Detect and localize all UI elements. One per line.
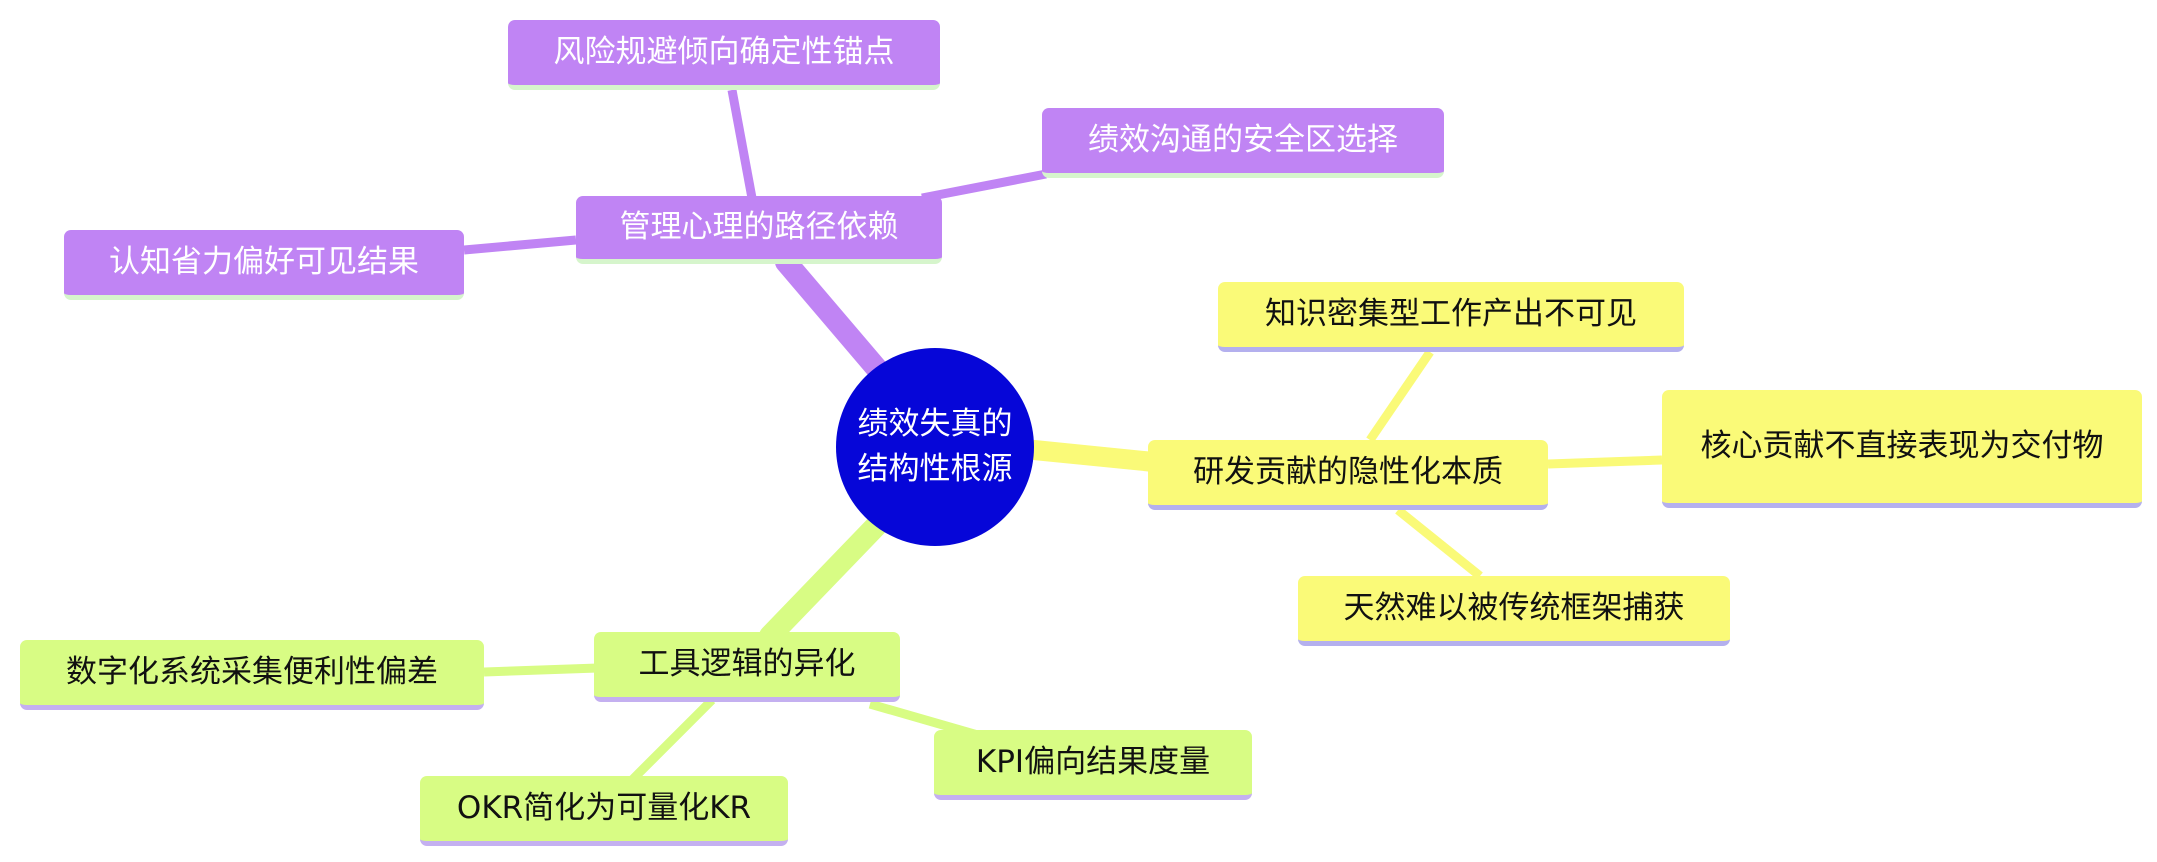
leaf-node-risk[interactable]: 风险规避倾向确定性锚点 [508,20,940,90]
edge-root-to-rnd [1024,440,1164,472]
branch-node-management[interactable]: 管理心理的路径依赖 [576,196,942,264]
branch-label: 管理心理的路径依赖 [619,208,899,245]
leaf-node-knowledge[interactable]: 知识密集型工作产出不可见 [1218,282,1684,352]
edge-rnd-to-knowledge [1366,349,1434,443]
leaf-node-core[interactable]: 核心贡献不直接表现为交付物 [1662,390,2142,508]
branch-node-tools[interactable]: 工具逻辑的异化 [594,632,900,702]
root-label: 绩效失真的结构性根源 [857,406,1013,487]
edge-rnd-to-natural [1395,506,1483,580]
branch-label: 研发贡献的隐性化本质 [1193,453,1503,490]
leaf-node-natural[interactable]: 天然难以被传统框架捕获 [1298,576,1730,646]
leaf-label: 认知省力偏好可见结果 [109,243,419,280]
edge-management-to-cognition [463,235,577,255]
branch-node-rnd[interactable]: 研发贡献的隐性化本质 [1148,440,1548,510]
leaf-label: 风险规避倾向确定性锚点 [553,33,895,70]
leaf-node-communication[interactable]: 绩效沟通的安全区选择 [1042,108,1444,178]
leaf-node-cognition[interactable]: 认知省力偏好可见结果 [64,230,464,300]
edge-root-to-management [775,251,889,381]
leaf-node-okr[interactable]: OKR简化为可量化KR [420,776,788,846]
leaf-label: KPI偏向结果度量 [975,743,1211,780]
edge-tools-to-okr [628,696,716,784]
leaf-label: OKR简化为可量化KR [456,789,752,826]
leaf-label: 知识密集型工作产出不可见 [1265,295,1637,332]
leaf-node-digital[interactable]: 数字化系统采集便利性偏差 [20,640,484,710]
edge-tools-to-digital [483,663,599,677]
edge-management-to-risk [727,89,757,199]
edge-management-to-communication [921,169,1047,203]
branch-label: 工具逻辑的异化 [638,645,856,682]
edge-rnd-to-core [1547,455,1663,469]
leaf-label: 天然难以被传统框架捕获 [1343,589,1685,626]
root-node[interactable]: 绩效失真的结构性根源 [836,348,1034,546]
leaf-node-kpi[interactable]: KPI偏向结果度量 [934,730,1252,800]
edge-root-to-tools [759,515,887,647]
leaf-label: 绩效沟通的安全区选择 [1088,121,1398,158]
leaf-label: 核心贡献不直接表现为交付物 [1700,427,2104,464]
leaf-label: 数字化系统采集便利性偏差 [66,653,438,690]
